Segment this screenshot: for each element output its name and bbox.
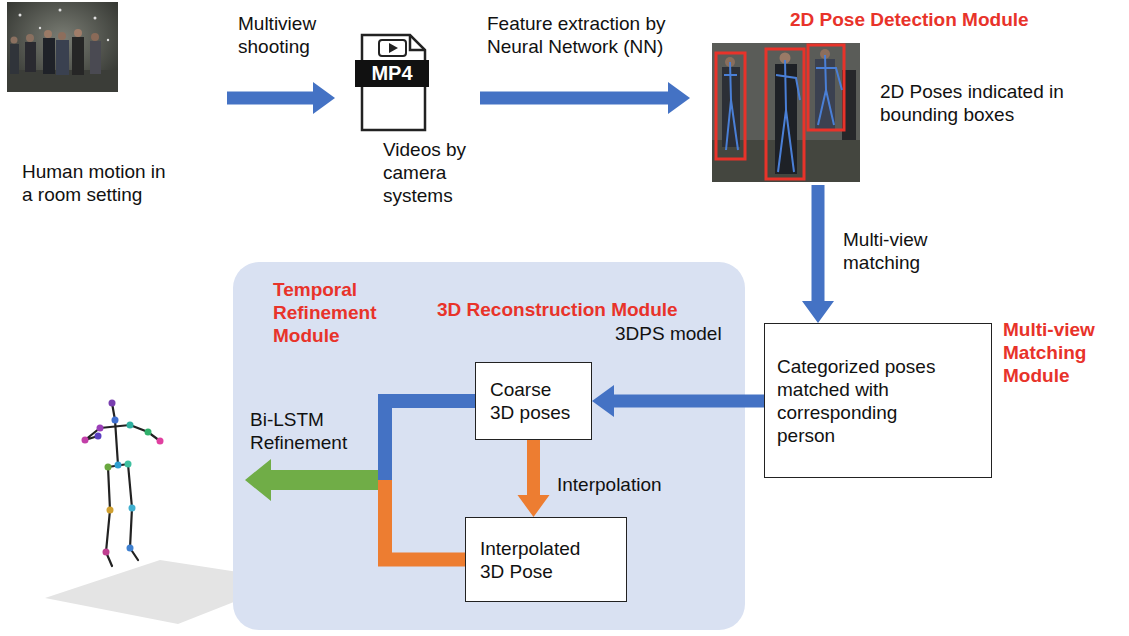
block-arrow xyxy=(592,385,764,417)
video-node: Videos by camera systems xyxy=(335,30,480,230)
process-box: Categorized poses matched with correspon… xyxy=(764,323,992,478)
node-text: Videos by camera systems xyxy=(383,138,475,207)
node-text: Categorized poses matched with correspon… xyxy=(777,355,951,447)
process-box: Interpolated 3D Pose xyxy=(465,517,627,602)
block-arrow xyxy=(227,82,335,114)
photo-node: Human motion in a room setting xyxy=(5,0,227,195)
edge-label: Multi-view matching xyxy=(843,228,953,274)
module-title: 3D Reconstruction Module xyxy=(437,298,737,321)
room-photo xyxy=(7,2,118,92)
node-text: Coarse 3D poses xyxy=(490,378,577,424)
module-title: Multi-view Matching Module xyxy=(1003,318,1121,387)
block-arrow xyxy=(802,185,834,323)
process-box: Coarse 3D poses xyxy=(475,362,592,440)
bracket-line xyxy=(385,401,475,480)
edge-label: Multiview shooting xyxy=(238,12,343,58)
pose-detection-image xyxy=(712,43,860,182)
pose-image-node: 2D Poses indicated in bounding boxes xyxy=(690,40,1110,185)
bracket-line xyxy=(385,480,465,560)
edge-label: Interpolation xyxy=(557,473,697,496)
node-text: Interpolated 3D Pose xyxy=(480,537,596,583)
edge-label: Feature extraction by Neural Network (NN… xyxy=(487,12,687,58)
video-file-icon xyxy=(355,35,429,130)
edge-label: 3DPS model xyxy=(615,322,740,345)
node-text: 2D Poses indicated in bounding boxes xyxy=(880,80,1065,126)
block-arrow xyxy=(480,82,690,114)
node-text: Human motion in a room setting xyxy=(22,160,172,206)
block-arrow xyxy=(518,440,550,517)
file-format-label: MP4 xyxy=(355,60,429,86)
module-title: Temporal Refinement Module xyxy=(273,278,391,347)
refinement-arrow xyxy=(245,459,378,501)
arrow-label: Bi-LSTM Refinement xyxy=(250,408,372,454)
module-title: 2D Pose Detection Module xyxy=(790,8,1126,31)
region-shape xyxy=(233,262,745,630)
